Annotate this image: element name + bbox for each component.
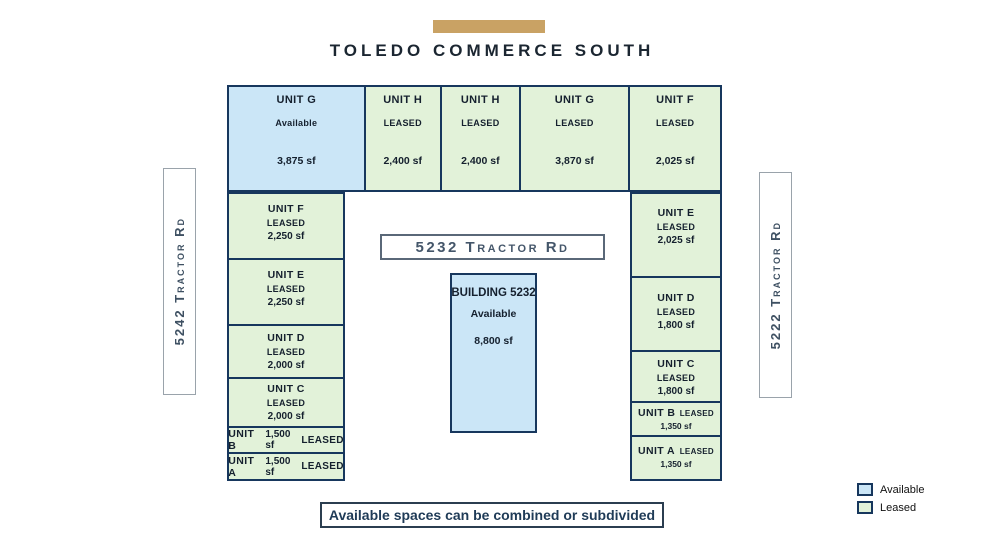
- road-label-5242-tractor-rd: 5242 Tractor Rd: [163, 168, 196, 395]
- unit-size: 2,400 sf: [383, 155, 422, 167]
- unit-size: 2,000 sf: [267, 410, 305, 422]
- title-accent-bar: [433, 20, 545, 33]
- unit-status: LEASED: [266, 397, 306, 408]
- unit-size: 2,025 sf: [657, 235, 695, 246]
- unit-name: UNIT E: [657, 207, 695, 219]
- unit-status: LEASED: [679, 409, 714, 419]
- unit-size: 1,500 sf: [265, 455, 291, 478]
- unit-size: 2,250 sf: [267, 231, 305, 242]
- unit-name: UNIT B: [228, 428, 255, 453]
- unit-cell-g-available: UNIT G Available 3,875 sf: [229, 87, 364, 190]
- right-unit-column: UNIT E LEASED 2,025 sf UNIT D LEASED 1,8…: [630, 192, 722, 481]
- unit-status: LEASED: [461, 118, 500, 128]
- left-unit-column: UNIT F LEASED 2,250 sf UNIT E LEASED 2,2…: [227, 192, 345, 481]
- unit-name: UNIT G: [276, 94, 317, 106]
- building-name: BUILDING 5232: [451, 287, 536, 299]
- unit-size: 1,800 sf: [657, 320, 695, 332]
- available-swatch-icon: [857, 483, 873, 496]
- legend: Available Leased: [857, 482, 924, 515]
- unit-size: 2,000 sf: [267, 360, 305, 372]
- unit-name: UNIT C: [657, 357, 695, 370]
- unit-name: UNIT F: [267, 203, 305, 215]
- unit-cell-h-leased: UNIT H LEASED 2,400 sf: [363, 87, 440, 190]
- unit-size: 1,350 sf: [660, 421, 692, 432]
- road-label-5232-tractor-rd: 5232 Tractor Rd: [380, 234, 605, 260]
- unit-status: LEASED: [679, 447, 714, 457]
- unit-size: 1,350 sf: [660, 459, 692, 470]
- unit-name: UNIT D: [657, 292, 695, 305]
- building-5232: BUILDING 5232 Available 8,800 sf: [450, 273, 537, 433]
- unit-status: LEASED: [656, 307, 696, 318]
- unit-size: 1,500 sf: [265, 429, 291, 452]
- road-label-5222-tractor-rd: 5222 Tractor Rd: [759, 172, 792, 398]
- unit-size: 2,400 sf: [461, 155, 500, 167]
- unit-name: UNIT C: [267, 382, 305, 395]
- unit-name: UNIT F: [656, 94, 695, 106]
- unit-cell-e-leased: UNIT E LEASED 2,025 sf: [632, 194, 720, 277]
- unit-status: LEASED: [555, 118, 594, 128]
- unit-name: UNIT A: [638, 445, 676, 458]
- unit-cell-f-leased: UNIT F LEASED 2,025 sf: [628, 87, 720, 190]
- unit-name: UNIT G: [554, 94, 595, 106]
- unit-status: Available: [275, 118, 318, 128]
- legend-label: Leased: [880, 501, 917, 514]
- building-size: 8,800 sf: [474, 335, 513, 347]
- unit-status: LEASED: [266, 283, 306, 294]
- unit-status: LEASED: [301, 434, 344, 446]
- road-label-text: 5222 Tractor Rd: [768, 220, 783, 350]
- unit-cell-b-leased: UNIT B 1,500 sf LEASED: [228, 426, 344, 453]
- unit-size: 2,250 sf: [267, 296, 305, 308]
- unit-cell-d-leased: UNIT D LEASED 1,800 sf: [632, 276, 720, 350]
- unit-status: LEASED: [301, 461, 344, 473]
- unit-size: 3,875 sf: [277, 155, 316, 167]
- unit-name: UNIT D: [267, 332, 305, 345]
- unit-size: 2,025 sf: [655, 155, 695, 167]
- unit-name: UNIT E: [267, 268, 305, 281]
- unit-status: LEASED: [655, 118, 695, 128]
- building-status: Available: [470, 308, 517, 320]
- unit-cell-b-leased: UNIT B LEASED 1,350 sf: [632, 401, 720, 436]
- top-unit-row: UNIT G Available 3,875 sf UNIT H LEASED …: [227, 85, 722, 192]
- unit-cell-c-leased: UNIT C LEASED 2,000 sf: [229, 376, 343, 427]
- road-label-text: 5242 Tractor Rd: [172, 217, 187, 346]
- unit-cell-a-leased: UNIT A 1,500 sf LEASED: [228, 452, 344, 479]
- page-title: TOLEDO COMMERCE SOUTH: [329, 41, 655, 60]
- unit-cell-d-leased: UNIT D LEASED 2,000 sf: [229, 324, 343, 377]
- unit-name: UNIT B: [638, 407, 676, 420]
- unit-cell-f-leased: UNIT F LEASED 2,250 sf: [229, 194, 343, 258]
- unit-name: UNIT H: [383, 94, 423, 106]
- unit-cell-e-leased: UNIT E LEASED 2,250 sf: [229, 257, 343, 325]
- unit-size: 3,870 sf: [555, 155, 594, 167]
- legend-row-available: Available: [857, 482, 924, 497]
- unit-status: LEASED: [656, 372, 696, 383]
- unit-cell-h-leased: UNIT H LEASED 2,400 sf: [439, 87, 519, 190]
- unit-size: 1,800 sf: [657, 385, 695, 397]
- unit-cell-a-leased: UNIT A LEASED 1,350 sf: [632, 435, 720, 479]
- unit-status: LEASED: [383, 118, 422, 128]
- unit-name: UNIT A: [228, 454, 255, 479]
- unit-name: UNIT H: [460, 94, 500, 106]
- unit-status: LEASED: [266, 218, 306, 228]
- unit-cell-g-leased: UNIT G LEASED 3,870 sf: [518, 87, 629, 190]
- legend-label: Available: [880, 483, 925, 496]
- legend-row-leased: Leased: [857, 500, 924, 515]
- unit-status: LEASED: [656, 222, 696, 232]
- leased-swatch-icon: [857, 501, 873, 514]
- unit-status: LEASED: [266, 347, 306, 358]
- availability-banner: Available spaces can be combined or subd…: [320, 502, 664, 528]
- unit-cell-c-leased: UNIT C LEASED 1,800 sf: [632, 349, 720, 402]
